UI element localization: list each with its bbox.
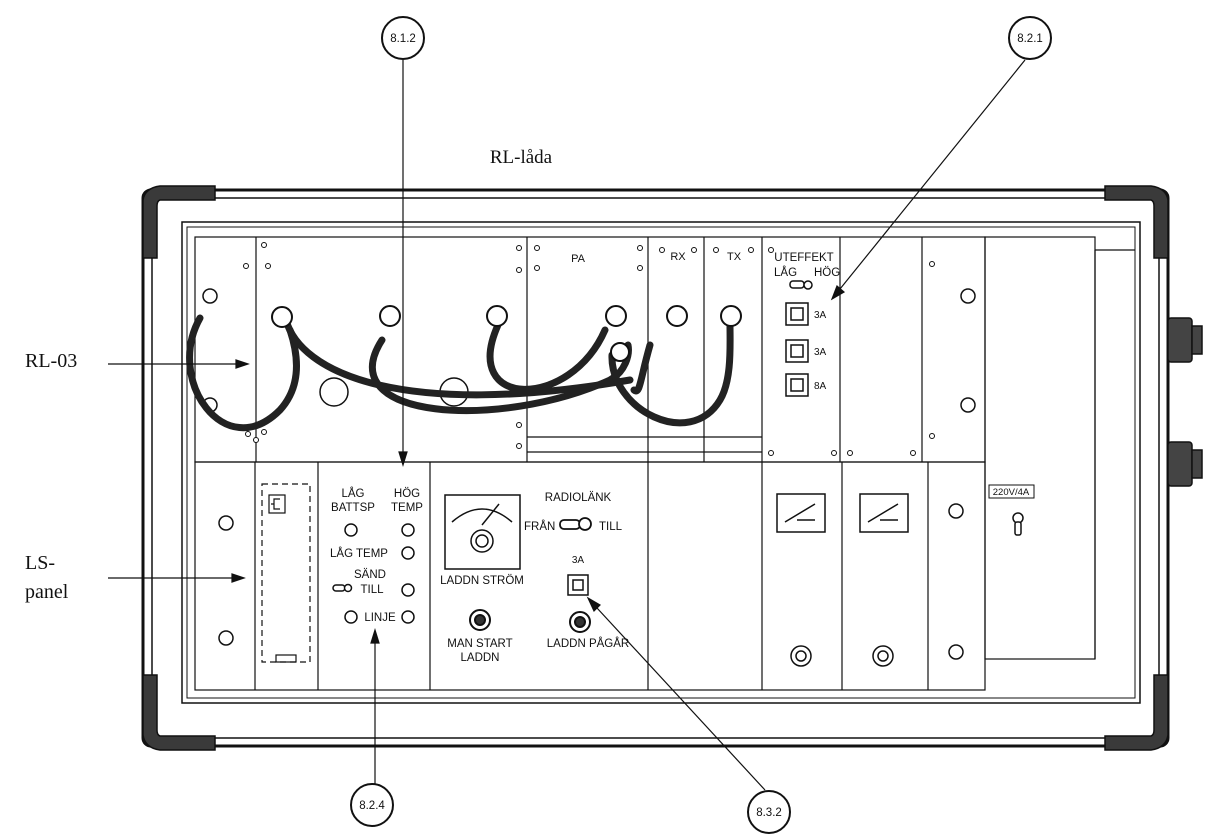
ampere-meter bbox=[444, 494, 521, 570]
lag-label: LÅG bbox=[774, 266, 797, 279]
callout-821: 8.2.1 bbox=[1008, 16, 1052, 60]
rx-label: RX bbox=[670, 251, 686, 263]
fuse-1-label: 3A bbox=[814, 310, 827, 321]
side-connectors bbox=[1167, 317, 1203, 487]
laddn-pagar-label: LADDN PÅGÅR bbox=[547, 637, 629, 650]
callout-812-text: 8.1.2 bbox=[390, 33, 416, 45]
pa-label: PA bbox=[571, 253, 586, 265]
radiolank-label: RADIOLÄNK bbox=[545, 492, 612, 504]
power-switch-icon bbox=[789, 280, 813, 290]
cable-connectors bbox=[271, 305, 742, 362]
laddn-pagar-lamp bbox=[569, 611, 591, 633]
mount-holes-lower bbox=[218, 503, 964, 660]
ls-panel-rack bbox=[194, 461, 986, 691]
mains-switch-icon bbox=[1012, 512, 1024, 536]
screws-upper bbox=[243, 242, 935, 456]
mains-label-box bbox=[988, 484, 1035, 499]
mount-holes-upper bbox=[202, 288, 976, 413]
man-start-button bbox=[469, 609, 491, 631]
charger-fuse-holder bbox=[567, 574, 589, 596]
linje-label: LINJE bbox=[364, 612, 396, 624]
lag-battsp-2: BATTSP bbox=[331, 502, 375, 514]
rl-lada-label: RL-låda bbox=[490, 147, 553, 168]
fuse-holders bbox=[785, 302, 809, 397]
callout-821-text: 8.2.1 bbox=[1017, 33, 1043, 45]
sand-label: SÄND bbox=[354, 569, 386, 581]
fuse-3-label: 8A bbox=[814, 381, 827, 392]
ls-label-line2: panel bbox=[25, 581, 69, 603]
till-label: TILL bbox=[360, 584, 384, 596]
fran-label: FRÅN bbox=[524, 520, 555, 533]
callout-832: 8.3.2 bbox=[747, 790, 791, 834]
hog-temp-1: HÖG bbox=[394, 488, 420, 500]
mains-label: 220V/4A bbox=[993, 487, 1030, 498]
man-start-label: MAN START bbox=[447, 638, 512, 650]
alarm-lamps bbox=[344, 523, 415, 624]
dashed-module bbox=[261, 483, 311, 663]
rl03-label: RL-03 bbox=[25, 350, 77, 372]
sand-switch-icon bbox=[332, 583, 353, 593]
fuse-2-label: 3A bbox=[814, 347, 827, 358]
laddn-label: LADDN bbox=[461, 652, 500, 664]
converter-modules bbox=[776, 493, 909, 667]
till-right-label: TILL bbox=[599, 521, 623, 533]
cabinet bbox=[141, 188, 1170, 748]
uteffekt-label: UTEFFEKT bbox=[774, 252, 833, 264]
charger-fuse-label: 3A bbox=[572, 555, 585, 566]
lag-battsp-1: LÅG bbox=[341, 487, 364, 500]
callout-824-text: 8.2.4 bbox=[359, 800, 385, 812]
corner-guards bbox=[142, 185, 1169, 751]
ls-label-line1: LS- bbox=[25, 552, 55, 574]
hog-label: HÖG bbox=[814, 267, 840, 279]
hog-temp-2: TEMP bbox=[391, 502, 423, 514]
coax-cables bbox=[186, 314, 734, 432]
callout-824: 8.2.4 bbox=[350, 783, 394, 827]
tx-label: TX bbox=[727, 251, 742, 263]
lag-temp-label: LÅG TEMP bbox=[330, 547, 388, 560]
leader-lines bbox=[108, 59, 1026, 791]
laddn-strom-label: LADDN STRÖM bbox=[440, 575, 524, 587]
callout-812: 8.1.2 bbox=[381, 16, 425, 60]
radiolank-switch-icon bbox=[559, 517, 592, 531]
callout-832-text: 8.3.2 bbox=[756, 807, 782, 819]
